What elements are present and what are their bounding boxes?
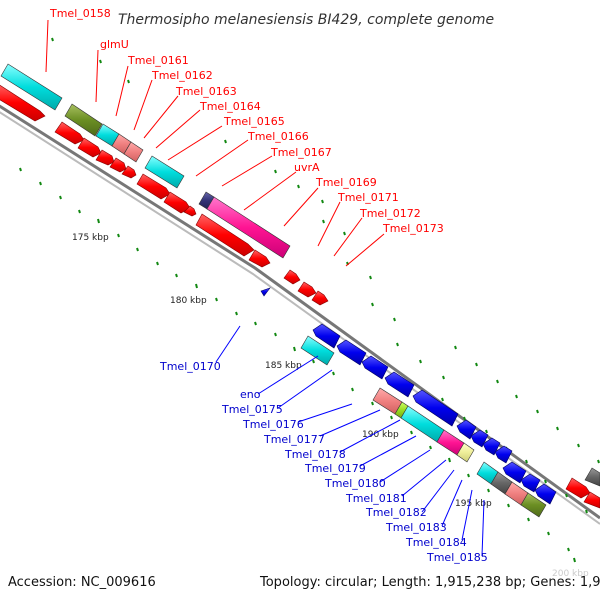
- gene-label-tmel-0171[interactable]: Tmel_0171: [337, 191, 399, 204]
- gene-label-tmel-0172[interactable]: Tmel_0172: [359, 207, 421, 220]
- gene-label-tmel-0161[interactable]: Tmel_0161: [127, 54, 189, 67]
- gene-label-tmel-0170[interactable]: Tmel_0170: [159, 360, 221, 373]
- map-title: Thermosipho melanesiensis BI429, complet…: [118, 12, 494, 28]
- ruler-label-175: 175 kbp: [72, 233, 109, 243]
- ruler-label-180: 180 kbp: [170, 296, 207, 306]
- gene-arrow-forward: [283, 269, 301, 285]
- gene-arrow-reverse: [361, 355, 389, 380]
- feature-yellow: [456, 442, 475, 463]
- ruler-label-200: 200 kbp: [552, 569, 589, 579]
- topology-text: Topology: circular; Length: 1,915,238 bp…: [259, 575, 600, 590]
- gene-label-tmel-0177[interactable]: Tmel_0177: [263, 433, 325, 446]
- ruler-ticks-outer: [51, 37, 600, 514]
- gene-label-tmel-0165[interactable]: Tmel_0165: [223, 115, 285, 128]
- gene-label-tmel-0173[interactable]: Tmel_0173: [382, 222, 444, 235]
- gene-label-tmel-0163[interactable]: Tmel_0163: [175, 85, 237, 98]
- gene-arrow-forward: [95, 149, 115, 166]
- ruler-label-190: 190 kbp: [362, 430, 399, 440]
- gene-arrow-forward: [195, 213, 255, 257]
- features-right-edge: [584, 467, 600, 487]
- gene-arrow-forward: [565, 477, 591, 499]
- gene-label-tmel-0158[interactable]: Tmel_0158: [49, 7, 111, 20]
- gene-arrow-reverse: [412, 389, 459, 427]
- gene-label-tmel-0184[interactable]: Tmel_0184: [405, 536, 467, 549]
- feature-cyan: [300, 335, 335, 366]
- gene-arrow-reverse: [312, 323, 341, 349]
- gene-arrow-reverse: [494, 445, 513, 464]
- gene-arrow-reverse: [456, 419, 477, 440]
- gene-label-tmel-0180[interactable]: Tmel_0180: [324, 477, 386, 490]
- gene-label-eno[interactable]: eno: [240, 388, 261, 401]
- feature-pink: [123, 141, 144, 163]
- gene-arrow-reverse: [482, 437, 501, 456]
- gene-arrow-forward: [297, 281, 317, 298]
- features-reverse-strand: [260, 287, 557, 505]
- gene-arrow-reverse: [470, 429, 489, 448]
- gene-label-tmel-0162[interactable]: Tmel_0162: [151, 69, 213, 82]
- feature-cyan: [0, 63, 63, 111]
- gene-label-uvra[interactable]: uvrA: [294, 161, 320, 174]
- gene-arrow-forward: [248, 249, 271, 268]
- gene-label-tmel-0167[interactable]: Tmel_0167: [270, 146, 332, 159]
- gene-labels-bottom: Tmel_0170 eno Tmel_0175 Tmel_0176 Tmel_0…: [159, 325, 488, 564]
- gene-arrow-forward: [121, 165, 137, 179]
- gene-label-tmel-0175[interactable]: Tmel_0175: [221, 403, 283, 416]
- features-lower-outer: [300, 335, 547, 518]
- ruler-label-195: 195 kbp: [455, 499, 492, 509]
- feature-cyan: [144, 155, 185, 189]
- gene-arrow-forward: [0, 84, 46, 122]
- gene-label-tmel-0178[interactable]: Tmel_0178: [284, 448, 346, 461]
- gene-label-tmel-0164[interactable]: Tmel_0164: [199, 100, 261, 113]
- gene-label-glmu[interactable]: glmU: [100, 38, 129, 51]
- gene-arrow-reverse: [336, 339, 367, 366]
- features-forward-strand: [0, 84, 600, 509]
- gene-label-tmel-0166[interactable]: Tmel_0166: [247, 130, 309, 143]
- accession-text: Accession: NC_009616: [8, 575, 156, 590]
- feature-olive: [64, 103, 103, 137]
- gene-label-tmel-0169[interactable]: Tmel_0169: [315, 176, 377, 189]
- gene-arrow-reverse: [502, 461, 527, 484]
- gene-arrow-reverse: [520, 473, 541, 493]
- gene-label-tmel-0185[interactable]: Tmel_0185: [426, 551, 488, 564]
- feature-magenta: [206, 196, 291, 259]
- gene-arrow-forward: [136, 173, 171, 200]
- gene-arrow-forward: [311, 290, 329, 306]
- gene-label-tmel-0176[interactable]: Tmel_0176: [242, 418, 304, 431]
- gene-label-tmel-0181[interactable]: Tmel_0181: [345, 492, 407, 505]
- gene-arrow-forward: [183, 205, 197, 217]
- gene-arrow-reverse: [260, 287, 271, 297]
- gene-arrow-forward: [583, 491, 600, 509]
- gene-label-tmel-0182[interactable]: Tmel_0182: [365, 506, 427, 519]
- ruler-label-185: 185 kbp: [265, 361, 302, 371]
- feature-gray: [584, 467, 600, 487]
- gene-arrow-reverse: [384, 371, 415, 398]
- gene-arrow-reverse: [534, 483, 557, 505]
- gene-labels-top: Tmel_0158 glmU Tmel_0161 Tmel_0162 Tmel_…: [45, 7, 444, 267]
- gene-arrow-forward: [54, 121, 85, 145]
- gene-arrow-forward: [109, 157, 127, 173]
- features-outer-track: [0, 63, 291, 259]
- gene-label-tmel-0179[interactable]: Tmel_0179: [304, 462, 366, 475]
- gene-arrow-forward: [77, 137, 102, 158]
- ruler-ticks-inner: [19, 167, 576, 563]
- feature-olive: [520, 492, 547, 518]
- gene-label-tmel-0183[interactable]: Tmel_0183: [385, 521, 447, 534]
